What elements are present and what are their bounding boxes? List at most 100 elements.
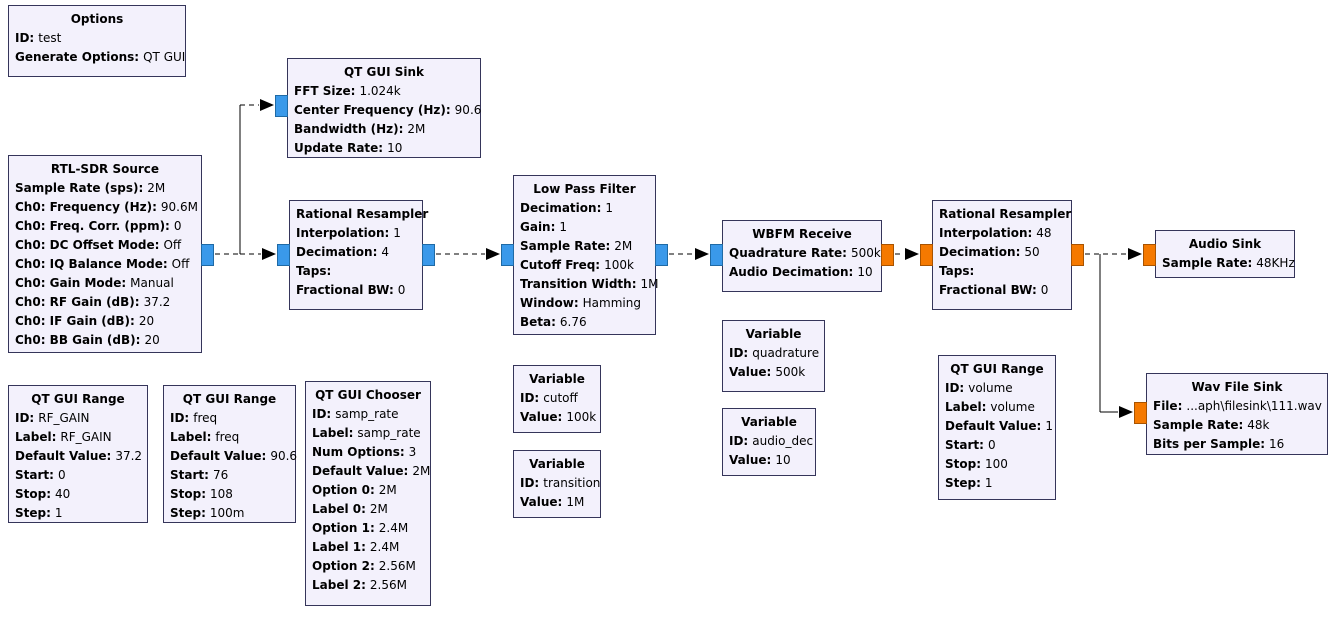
param-label: Audio Decimation: — [729, 265, 854, 279]
param-label: Fractional BW: — [296, 283, 394, 297]
param-row: Label 2:2.56M — [312, 576, 424, 595]
param-value: ...aph\filesink\111.wav — [1186, 399, 1322, 413]
param-row: Label:freq — [170, 428, 289, 447]
param-row: Audio Decimation:10 — [729, 263, 875, 282]
output-port-float[interactable] — [1071, 244, 1084, 266]
input-port-complex[interactable] — [501, 244, 514, 266]
connection-resampler2-to-audio-sink[interactable] — [1085, 248, 1142, 260]
param-row: Ch0: Frequency (Hz):90.6M — [15, 198, 198, 217]
param-value: 48k — [1247, 418, 1270, 432]
param-row: Fractional BW:0 — [939, 281, 1065, 300]
connection-lpf-to-wbfm[interactable] — [669, 248, 709, 260]
block-title: Audio Sink — [1188, 237, 1262, 251]
param-value: 10 — [387, 141, 403, 155]
param-value: 0 — [57, 468, 66, 482]
param-label: Start: — [945, 438, 984, 452]
param-row: Decimation:1 — [520, 199, 649, 218]
block-params: Sample Rate:48KHz — [1162, 254, 1295, 273]
param-row: Value:100k — [520, 408, 596, 427]
param-value: 0 — [987, 438, 996, 452]
connection-source-to-resampler1[interactable] — [240, 248, 276, 260]
param-value: 3 — [408, 445, 417, 459]
block-title: QT GUI Chooser — [315, 388, 421, 402]
param-row: Stop:100 — [945, 455, 1049, 474]
param-row: File:...aph\filesink\111.wav — [1153, 397, 1322, 416]
param-row: Generate Options:QT GUI — [15, 48, 185, 67]
connection-resampler1-to-lpf[interactable] — [436, 248, 500, 260]
param-value: 100k — [604, 258, 634, 272]
input-port-float[interactable] — [920, 244, 933, 266]
param-label: ID: — [520, 391, 540, 405]
param-label: ID: — [15, 411, 35, 425]
param-label: Sample Rate: — [1153, 418, 1244, 432]
block-wav-file-sink[interactable]: Wav File Sink File:...aph\filesink\111.w… — [1134, 373, 1328, 455]
param-value: volume — [968, 381, 1013, 395]
param-row: Stop:108 — [170, 485, 289, 504]
param-label: Start: — [170, 468, 209, 482]
input-port-complex[interactable] — [710, 244, 723, 266]
param-label: Transition Width: — [520, 277, 637, 291]
param-label: Label 1: — [312, 540, 366, 554]
block-title: Wav File Sink — [1191, 380, 1283, 394]
param-row: Step:1 — [945, 474, 1049, 493]
param-value: 2.56M — [378, 559, 416, 573]
param-label: Ch0: BB Gain (dB): — [15, 333, 141, 347]
param-value: transition — [543, 476, 601, 490]
output-port-float[interactable] — [881, 244, 894, 266]
param-value: 90.6M — [160, 200, 198, 214]
connection-source-to-qtgui-sink[interactable] — [215, 99, 274, 255]
param-value: cutoff — [543, 391, 578, 405]
param-row: Bandwidth (Hz):2M — [294, 120, 474, 139]
param-row: ID:volume — [945, 379, 1049, 398]
block-title: QT GUI Range — [182, 392, 277, 406]
param-value: 0 — [1040, 283, 1049, 297]
param-row: Start:0 — [945, 436, 1049, 455]
block-title: Options — [70, 12, 124, 26]
input-port-float[interactable] — [1143, 244, 1156, 266]
param-value: 76 — [212, 468, 229, 482]
param-label: Stop: — [15, 487, 52, 501]
param-label: Num Options: — [312, 445, 405, 459]
input-port-complex[interactable] — [277, 244, 290, 266]
block-audio-sink[interactable]: Audio Sink Sample Rate:48KHz — [1143, 230, 1295, 278]
block-title: RTL-SDR Source — [50, 162, 160, 176]
param-value: 10 — [857, 265, 873, 279]
output-port-complex[interactable] — [201, 244, 214, 266]
param-row: Value:1M — [520, 493, 594, 512]
output-port-complex[interactable] — [655, 244, 668, 266]
connection-wbfm-to-resampler2[interactable] — [895, 248, 919, 260]
param-label: Label: — [15, 430, 57, 444]
param-value: Off — [163, 238, 182, 252]
param-label: Default Value: — [312, 464, 409, 478]
param-label: Interpolation: — [296, 226, 390, 240]
output-port-complex[interactable] — [422, 244, 435, 266]
param-row: Start:76 — [170, 466, 289, 485]
param-row: Taps: — [939, 262, 1065, 281]
block-title: Variable — [741, 415, 797, 429]
param-label: Bits per Sample: — [1153, 437, 1266, 451]
param-value: samp_rate — [357, 426, 421, 440]
input-port-complex[interactable] — [275, 95, 288, 117]
connection-resampler2-to-wav-sink[interactable] — [1099, 254, 1133, 418]
param-value: RF_GAIN — [60, 430, 112, 444]
input-port-float[interactable] — [1134, 402, 1147, 424]
